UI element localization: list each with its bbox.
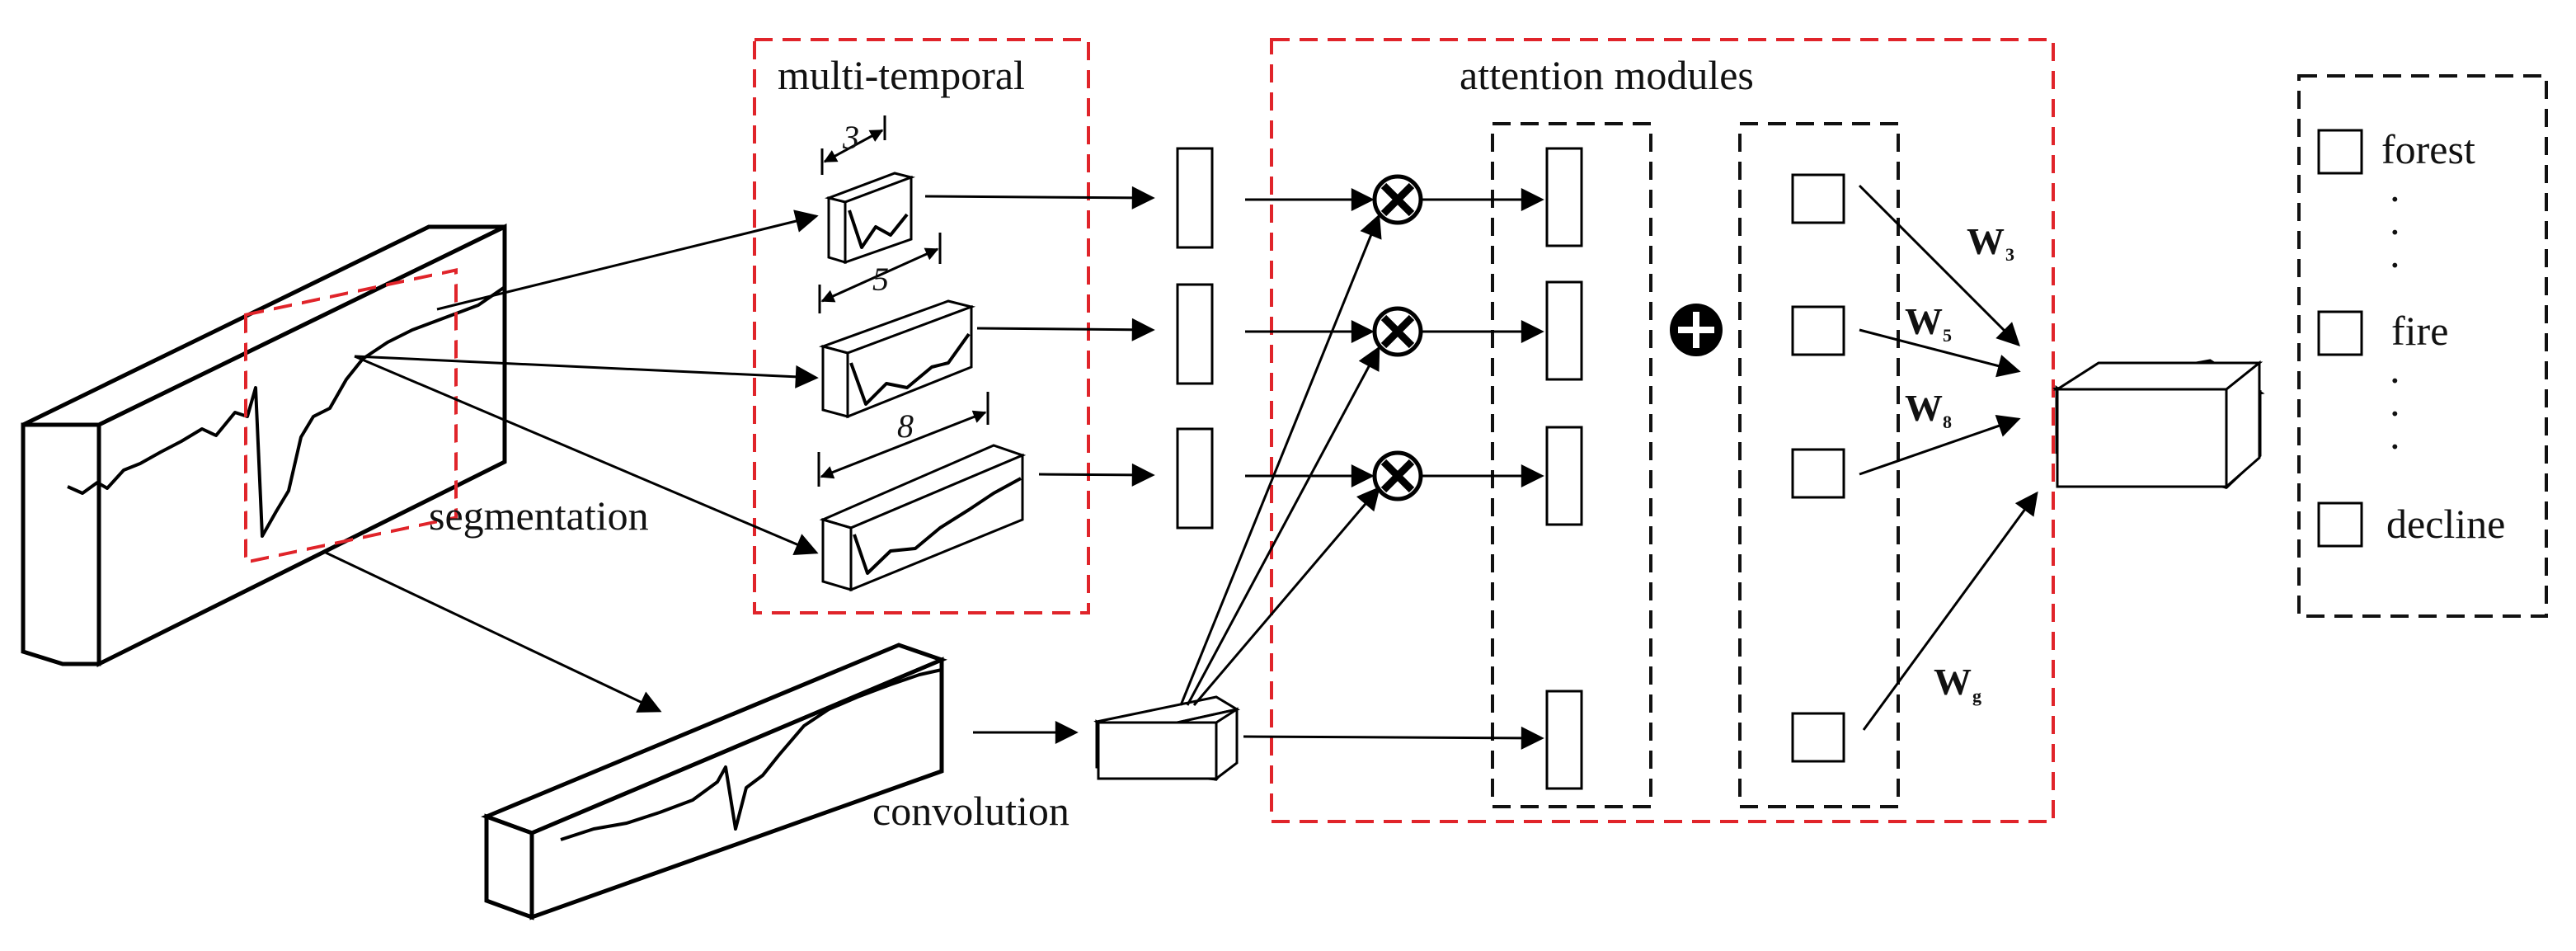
output-cube bbox=[2052, 359, 2265, 490]
input-series-trace bbox=[67, 285, 506, 538]
window-size-3: 3 bbox=[842, 119, 859, 156]
feature-bar-3 bbox=[1176, 147, 1214, 249]
feature-bar-8 bbox=[1176, 427, 1214, 530]
weight-label-3: W bbox=[1967, 220, 2005, 262]
ellipsis-dot: · bbox=[2388, 423, 2402, 469]
ellipsis-dot: · bbox=[2388, 242, 2402, 288]
arrow-w5 bbox=[1859, 328, 2021, 378]
weight-sub-3: 3 bbox=[2005, 244, 2014, 265]
class-box-fire bbox=[2317, 310, 2363, 356]
attended-bar-8 bbox=[1545, 426, 1583, 526]
class-label-fire: fire bbox=[2391, 308, 2448, 354]
class-label-decline: decline bbox=[2386, 501, 2505, 547]
arrow-to-convolution bbox=[325, 551, 662, 713]
weight-sub-g: g bbox=[1972, 685, 1981, 706]
segment-window bbox=[244, 268, 458, 565]
attended-bar-3 bbox=[1545, 147, 1583, 247]
arrow-conv-multiply-2 bbox=[1186, 346, 1380, 706]
weight-label-8: W bbox=[1905, 387, 1943, 429]
segmentation-label: segmentation bbox=[429, 492, 649, 539]
window-size-8: 8 bbox=[897, 407, 914, 445]
arrow-block5-feature bbox=[976, 318, 1155, 341]
arrow-w8 bbox=[1859, 415, 2021, 476]
multiply-icon bbox=[1372, 450, 1423, 501]
add-icon bbox=[1670, 304, 1723, 356]
arrow-to-block-3 bbox=[436, 210, 819, 311]
arrow-conv-attended bbox=[1243, 726, 1544, 750]
arrow-conv-multiply-3 bbox=[1192, 486, 1380, 706]
ellipsis-dot: · bbox=[2388, 209, 2402, 255]
weight-sub-8: 8 bbox=[1943, 412, 1952, 432]
arrow-block8-feature bbox=[1038, 463, 1155, 487]
class-box-forest bbox=[2317, 129, 2363, 175]
weight-sub-5: 5 bbox=[1943, 325, 1952, 346]
ellipsis-dot: · bbox=[2388, 176, 2402, 222]
feature-bar-5 bbox=[1176, 283, 1214, 385]
ellipsis-dot: · bbox=[2388, 390, 2402, 436]
arrow-w3 bbox=[1858, 184, 2020, 346]
segment-block-5 bbox=[818, 233, 976, 419]
attended-bar-g bbox=[1545, 690, 1583, 790]
input-series-block bbox=[21, 223, 507, 668]
weight-square-g bbox=[1791, 712, 1845, 763]
arrow-wg bbox=[1862, 491, 2038, 731]
convolution-label: convolution bbox=[872, 788, 1069, 834]
weight-square-8 bbox=[1791, 448, 1845, 499]
class-box-decline bbox=[2317, 501, 2363, 548]
arrow-block3-feature bbox=[924, 186, 1155, 210]
weight-label-5: W bbox=[1905, 300, 1943, 342]
weight-square-3 bbox=[1791, 173, 1845, 224]
segment-block-3 bbox=[820, 115, 916, 265]
attended-bar-5 bbox=[1545, 280, 1583, 381]
segment-block-8 bbox=[817, 392, 1027, 592]
class-label-forest: forest bbox=[2381, 126, 2475, 172]
convolution-series-trace bbox=[560, 668, 942, 841]
class-output-group bbox=[2297, 74, 2548, 618]
weight-label-g: W bbox=[1934, 661, 1972, 703]
arrow-to-block-8 bbox=[354, 355, 819, 556]
ellipsis-dot: · bbox=[2388, 357, 2402, 403]
convolution-series-block bbox=[481, 643, 947, 920]
attention-modules-label: attention modules bbox=[1460, 52, 1754, 98]
arrow-conv-multiply-1 bbox=[1179, 214, 1382, 706]
arrow-to-block-5 bbox=[354, 355, 819, 388]
multi-temporal-label: multi-temporal bbox=[778, 52, 1025, 98]
window-size-5: 5 bbox=[872, 261, 889, 298]
multiply-icon bbox=[1372, 174, 1423, 225]
weight-square-5 bbox=[1791, 305, 1845, 356]
attention-modules-group bbox=[1270, 38, 2055, 823]
convolution-feature-cube bbox=[1093, 695, 1241, 782]
multiply-icon bbox=[1372, 306, 1423, 357]
multi-temporal-group bbox=[753, 38, 1090, 614]
